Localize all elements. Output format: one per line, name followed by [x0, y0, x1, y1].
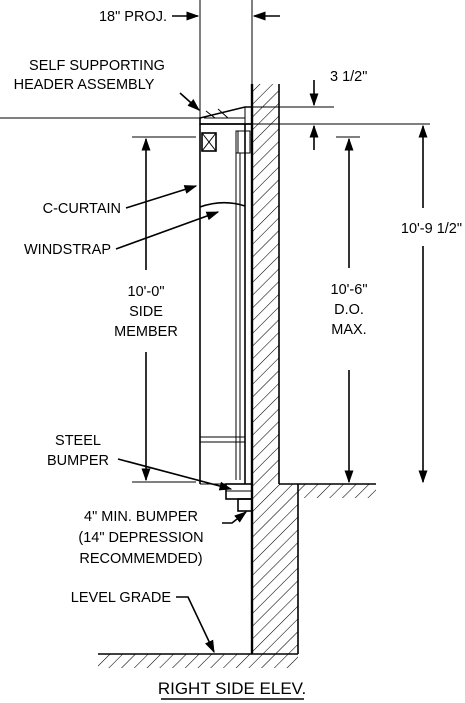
header-clearance-label: 3 1/2": [330, 69, 367, 85]
windstrap-curve: [199, 201, 246, 208]
leader-lines: [115, 92, 248, 654]
ground-hatch: [98, 654, 298, 668]
header-assembly: [199, 106, 253, 154]
windstrap-label: WINDSTRAP: [24, 242, 111, 258]
door-opening-label-line1: 10'-6": [331, 282, 368, 298]
side-member-label-line2: SIDE: [129, 304, 163, 320]
dock-floor-hatch: [298, 484, 376, 498]
side-member-label-line3: MEMBER: [114, 324, 178, 340]
bumper-label-line2: BUMPER: [47, 453, 109, 469]
c-curtain-label: C-CURTAIN: [43, 201, 121, 217]
side-member-label-line1: 10'-0": [128, 284, 165, 300]
wall-structure: [98, 84, 376, 668]
bumper-label-line1: STEEL: [55, 433, 101, 449]
projection-label: 18" PROJ.: [99, 9, 167, 25]
header-label-line2: HEADER ASSEMBLY: [14, 77, 155, 93]
depression-label-line3: RECOMMEMDED): [79, 551, 202, 567]
level-grade-label: LEVEL GRADE: [71, 590, 172, 606]
depression-label-line2: (14" DEPRESSION: [78, 530, 203, 546]
header-label-line1: SELF SUPPORTING: [29, 58, 165, 74]
pit-wall-hatch: [252, 484, 298, 654]
door-opening-label-line3: MAX.: [331, 322, 366, 338]
overall-height-label: 10'-9 1/2": [401, 221, 462, 237]
reference-lines: [0, 0, 430, 483]
steel-bumper: [225, 483, 253, 512]
door-opening-label-line2: D.O.: [334, 302, 364, 318]
view-title: RIGHT SIDE ELEV.: [158, 679, 306, 698]
depression-label-line1: 4" MIN. BUMPER: [84, 509, 198, 525]
wall-hatch: [252, 84, 279, 484]
c-curtain-assembly: [199, 124, 253, 512]
